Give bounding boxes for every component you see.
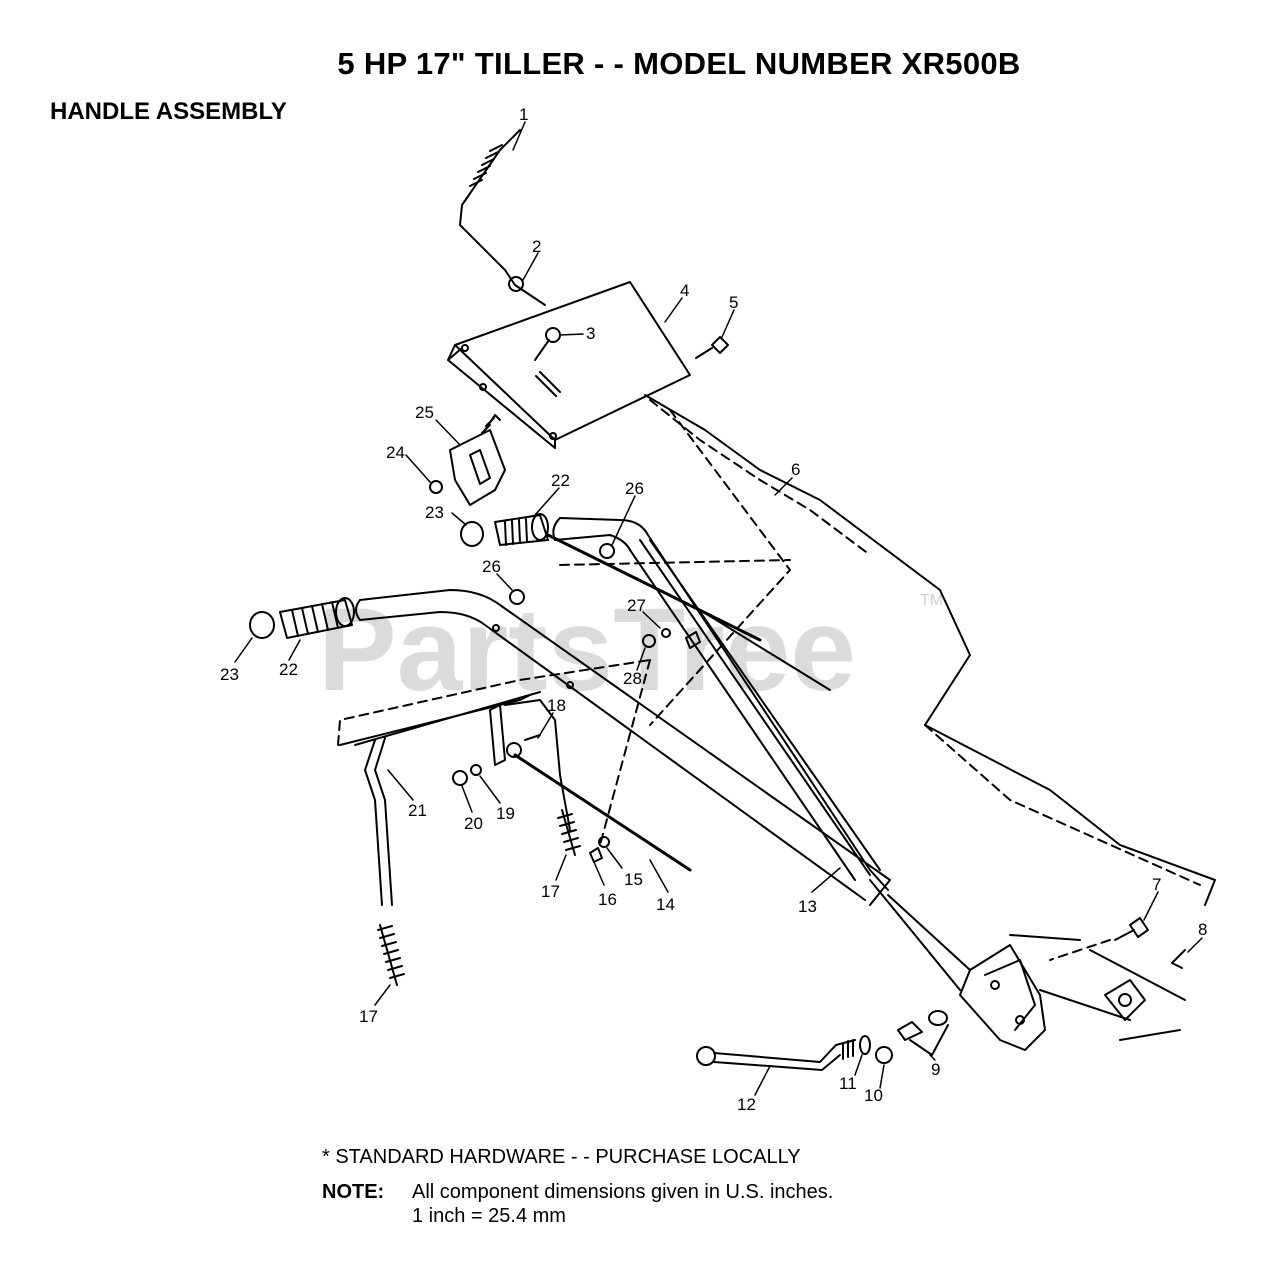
callout-26-upper: 26 bbox=[625, 479, 644, 498]
part-28-nut bbox=[642, 634, 656, 648]
callout-26-lower: 26 bbox=[482, 557, 501, 576]
part-12-depth-lever bbox=[696, 1039, 856, 1071]
diagram-title: 5 HP 17" TILLER - - MODEL NUMBER XR500B bbox=[337, 46, 1021, 81]
callout-24: 24 bbox=[386, 443, 405, 462]
callout-23-upper: 23 bbox=[425, 503, 444, 522]
part-27-washer bbox=[661, 628, 671, 638]
part-14-cable-upper bbox=[546, 533, 762, 642]
part-5-bolt bbox=[695, 336, 729, 359]
part-13-handle-bar bbox=[355, 589, 891, 906]
part-20-nut bbox=[452, 770, 468, 786]
part-15-washer bbox=[598, 836, 610, 848]
section-title: HANDLE ASSEMBLY bbox=[50, 98, 287, 125]
callout-2: 2 bbox=[532, 237, 541, 256]
callout-14: 14 bbox=[656, 895, 675, 914]
callout-15: 15 bbox=[624, 870, 643, 889]
part-6-cable bbox=[644, 394, 1216, 906]
part-22-grip-upper bbox=[494, 513, 549, 546]
callout-8: 8 bbox=[1198, 920, 1207, 939]
callout-21: 21 bbox=[408, 801, 427, 820]
callout-22-upper: 22 bbox=[551, 471, 570, 490]
guide-line-lower bbox=[337, 659, 651, 746]
cable-clip bbox=[685, 631, 701, 649]
callout-23-lower: 23 bbox=[220, 665, 239, 684]
callout-17-left: 17 bbox=[359, 1007, 378, 1026]
callout-18: 18 bbox=[547, 696, 566, 715]
callout-17-middle: 17 bbox=[541, 882, 560, 901]
part-14-cable-lower bbox=[513, 753, 692, 872]
part-22-grip-lower bbox=[279, 597, 355, 639]
callout-12: 12 bbox=[737, 1095, 756, 1114]
callout-4: 4 bbox=[680, 281, 689, 300]
hub-assembly bbox=[1104, 979, 1146, 1021]
part-17-spring bbox=[557, 809, 581, 856]
part-18-lever bbox=[489, 699, 571, 831]
callout-3: 3 bbox=[586, 324, 595, 343]
part-17-rod-left bbox=[364, 737, 405, 986]
part-26-nut-lower bbox=[509, 589, 525, 605]
callout-7: 7 bbox=[1152, 875, 1161, 894]
guide-line-vertical bbox=[599, 659, 651, 846]
note-dimensions: All component dimensions given in U.S. i… bbox=[412, 1181, 834, 1203]
callout-19: 19 bbox=[496, 804, 515, 823]
part-10-nut bbox=[875, 1046, 893, 1064]
callout-labels: 1 2 3 4 5 6 7 8 9 10 11 12 13 14 15 16 1… bbox=[220, 105, 1207, 1114]
part-8-pin bbox=[1171, 949, 1186, 969]
part-9-bushing bbox=[897, 1010, 949, 1056]
callout-20: 20 bbox=[464, 814, 483, 833]
part-23-grip-cap-lower bbox=[249, 611, 275, 639]
watermark-text: PartsTree bbox=[318, 584, 856, 716]
cable-continuation bbox=[699, 609, 831, 691]
handle-brace bbox=[639, 539, 871, 876]
callout-13: 13 bbox=[798, 897, 817, 916]
part-2-nut bbox=[508, 276, 524, 292]
part-21-bracket bbox=[339, 691, 541, 746]
standard-hardware-note: * STANDARD HARDWARE - - PURCHASE LOCALLY bbox=[322, 1146, 801, 1168]
part-23-grip-cap-upper bbox=[460, 521, 484, 547]
callout-16: 16 bbox=[598, 890, 617, 909]
callout-1: 1 bbox=[519, 105, 528, 124]
callout-6: 6 bbox=[791, 460, 800, 479]
part-4-control-panel bbox=[447, 281, 691, 449]
callout-25: 25 bbox=[415, 403, 434, 422]
part-1-throttle-rod bbox=[459, 129, 546, 306]
guide-line-upper bbox=[559, 559, 791, 566]
part-25-throttle-control bbox=[449, 414, 506, 506]
leader-lines bbox=[234, 121, 1203, 1096]
part-11-washer bbox=[859, 1035, 871, 1055]
handle-base-bracket bbox=[869, 879, 1186, 1051]
callout-10: 10 bbox=[864, 1086, 883, 1105]
callout-28: 28 bbox=[623, 669, 642, 688]
callout-27: 27 bbox=[627, 596, 646, 615]
callout-5: 5 bbox=[729, 293, 738, 312]
part-3-screw bbox=[534, 327, 561, 361]
part-16-clip bbox=[589, 847, 603, 863]
callout-11: 11 bbox=[839, 1074, 857, 1093]
note-conversion: 1 inch = 25.4 mm bbox=[412, 1205, 566, 1227]
watermark-tm: TM bbox=[920, 592, 943, 609]
callout-22-lower: 22 bbox=[279, 660, 298, 679]
part-24-nut bbox=[429, 480, 443, 494]
part-26-nut-upper bbox=[599, 543, 615, 559]
part-19-washer bbox=[470, 764, 482, 776]
part-7-bolt bbox=[1049, 917, 1149, 961]
callout-9: 9 bbox=[931, 1060, 940, 1079]
handle-brace-inner bbox=[649, 539, 881, 871]
note-label: NOTE: bbox=[322, 1181, 385, 1203]
